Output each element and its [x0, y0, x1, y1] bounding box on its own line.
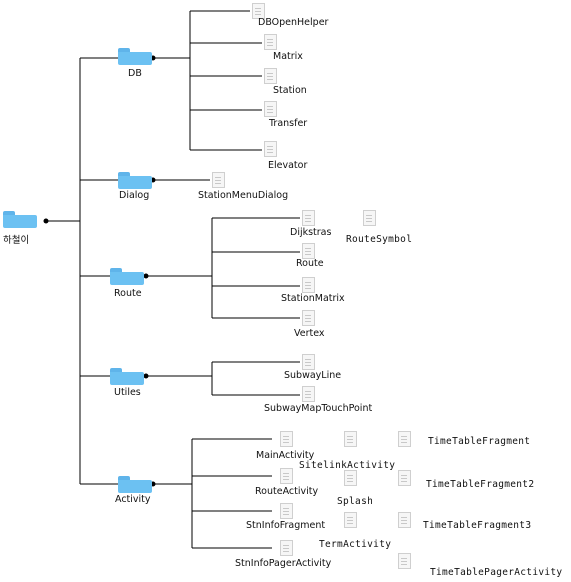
stninfopageractivity-label: StnInfoPagerActivity — [235, 558, 332, 569]
splash-label: Splash — [337, 496, 374, 507]
dijkstras-label: Dijkstras — [290, 227, 332, 238]
mainactivity-file-icon — [280, 431, 293, 447]
stationmenudialog-label: StationMenuDialog — [198, 190, 289, 201]
routesymbol-label: RouteSymbol — [346, 234, 413, 245]
stninfopageractivity-file-icon — [280, 540, 293, 556]
subwayline-file-icon — [302, 354, 315, 370]
activity-folder-icon — [118, 476, 152, 493]
mainactivity-label: MainActivity — [256, 450, 315, 461]
timetablefragment3-file-icon — [398, 512, 411, 528]
termactivity-label: TermActivity — [319, 539, 392, 550]
elevator-label: Elevator — [268, 160, 308, 171]
transfer-label: Transfer — [269, 118, 308, 129]
root-label: 하철이 — [3, 235, 30, 246]
timetablepageractivity-file-icon — [398, 553, 411, 569]
elevator-file-icon — [264, 141, 277, 157]
timetablefragment2-label: TimeTableFragment2 — [426, 479, 535, 490]
db-folder-label: DB — [128, 68, 142, 79]
vertex-label: Vertex — [294, 328, 325, 339]
stationmatrix-label: StationMatrix — [281, 293, 345, 304]
sitelinkactivity-file-icon — [344, 431, 357, 447]
transfer-file-icon — [264, 101, 277, 117]
utiles-folder-label: Utiles — [114, 387, 141, 398]
dbopenhelper-file-icon — [252, 3, 265, 19]
station-label: Station — [273, 85, 307, 96]
timetablefragment-label: TimeTableFragment — [428, 436, 531, 447]
subwaymaptouchpoint-label: SubwayMapTouchPoint — [264, 403, 373, 414]
route-folder-label: Route — [114, 288, 142, 299]
station-file-icon — [264, 68, 277, 84]
route-folder-icon — [110, 268, 144, 285]
root-folder-icon — [3, 211, 37, 228]
dijkstras-file-icon — [302, 210, 315, 226]
timetablefragment2-file-icon — [398, 470, 411, 486]
stninfofragment-file-icon — [280, 503, 293, 519]
dbopenhelper-label: DBOpenHelper — [258, 17, 329, 28]
timetablepageractivity-label: TimeTablePagerActivity — [430, 567, 563, 578]
timetablefragment3-label: TimeTableFragment3 — [423, 520, 532, 531]
dialog-folder-label: Dialog — [119, 190, 150, 201]
subwayline-label: SubwayLine — [284, 370, 342, 381]
db-folder-icon — [118, 48, 152, 65]
stninfofragment-label: StnInfoFragment — [246, 520, 326, 531]
stationmenudialog-file-icon — [212, 172, 225, 188]
matrix-file-icon — [264, 34, 277, 50]
routesymbol-file-icon — [363, 210, 376, 226]
splash-file-icon — [344, 470, 357, 486]
routeactivity-file-icon — [280, 468, 293, 484]
routeactivity-label: RouteActivity — [255, 486, 319, 497]
stationmatrix-file-icon — [302, 277, 315, 293]
route-label: Route — [296, 258, 324, 269]
route-file-icon — [302, 243, 315, 259]
activity-folder-label: Activity — [115, 494, 151, 505]
termactivity-file-icon — [344, 512, 357, 528]
subwaymaptouchpoint-file-icon — [302, 386, 315, 402]
vertex-file-icon — [302, 310, 315, 326]
dialog-folder-icon — [118, 172, 152, 189]
timetablefragment-file-icon — [398, 431, 411, 447]
utiles-folder-icon — [110, 368, 144, 385]
matrix-label: Matrix — [273, 51, 303, 62]
sitelinkactivity-label: SitelinkActivity — [299, 460, 396, 471]
